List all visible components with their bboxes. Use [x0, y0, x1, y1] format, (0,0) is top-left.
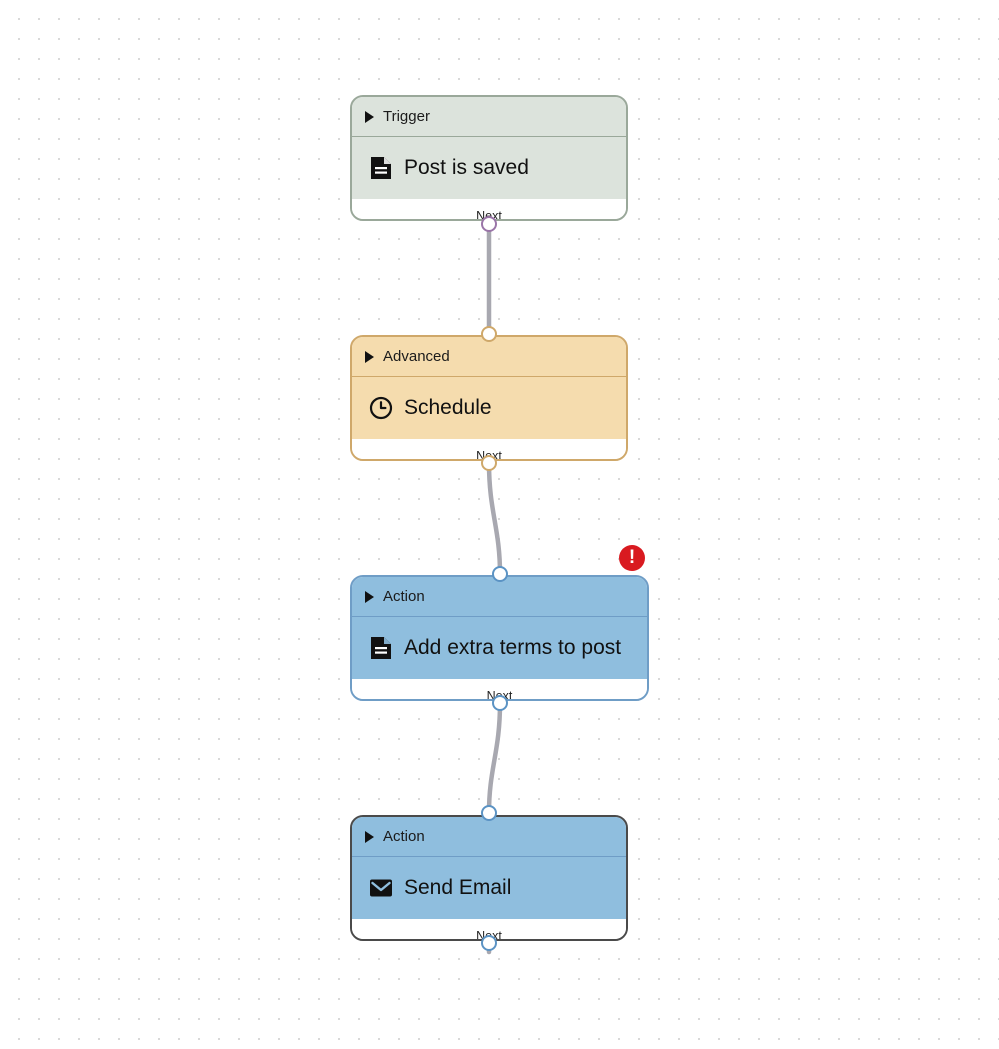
caret-right-icon[interactable] — [365, 350, 374, 363]
node-body[interactable]: Post is saved — [352, 137, 626, 199]
port-advanced-in[interactable] — [481, 326, 497, 342]
node-header[interactable]: Action — [352, 577, 647, 617]
document-icon — [369, 636, 393, 660]
node-title: Send Email — [404, 876, 512, 899]
port-action1-out[interactable] — [492, 695, 508, 711]
node-header[interactable]: Action — [352, 817, 626, 857]
port-action2-out[interactable] — [481, 935, 497, 951]
node-action-send-email[interactable]: Action Send Email Next — [350, 815, 628, 941]
node-body[interactable]: Add extra terms to post — [352, 617, 647, 679]
node-footer-next[interactable]: Next — [352, 439, 626, 459]
node-body[interactable]: Send Email — [352, 857, 626, 919]
node-header[interactable]: Advanced — [352, 337, 626, 377]
node-footer-label: Next — [476, 449, 502, 459]
envelope-icon — [369, 876, 393, 900]
clock-icon — [369, 396, 393, 420]
node-body[interactable]: Schedule — [352, 377, 626, 439]
port-advanced-out[interactable] — [481, 455, 497, 471]
node-footer-next[interactable]: Next — [352, 919, 626, 939]
node-category-label: Trigger — [383, 108, 430, 125]
caret-right-icon[interactable] — [365, 830, 374, 843]
node-footer-label: Next — [476, 209, 502, 221]
port-action2-in[interactable] — [481, 805, 497, 821]
node-category-label: Advanced — [383, 348, 450, 365]
caret-right-icon[interactable] — [365, 590, 374, 603]
node-footer-label: Next — [476, 929, 502, 939]
caret-right-icon[interactable] — [365, 110, 374, 123]
port-action1-in[interactable] — [492, 566, 508, 582]
node-advanced-schedule[interactable]: Advanced Schedule Next — [350, 335, 628, 461]
error-badge-symbol: ! — [628, 547, 636, 568]
node-title: Schedule — [404, 396, 492, 419]
node-title: Post is saved — [404, 156, 529, 179]
edge-action1-to-action2 — [486, 700, 503, 816]
node-header[interactable]: Trigger — [352, 97, 626, 137]
node-footer-next[interactable]: Next — [352, 199, 626, 221]
edge-advanced-to-action1 — [486, 460, 503, 577]
node-title: Add extra terms to post — [404, 636, 622, 659]
document-icon — [369, 156, 393, 180]
error-badge[interactable]: ! — [619, 545, 645, 571]
node-category-label: Action — [383, 828, 425, 845]
node-footer-label: Next — [487, 689, 513, 699]
node-action-add-extra-terms-to-post[interactable]: Action Add extra terms to post Next — [350, 575, 649, 701]
node-trigger-post-is-saved[interactable]: Trigger Post is saved Next — [350, 95, 628, 221]
node-category-label: Action — [383, 588, 425, 605]
port-trigger-out[interactable] — [481, 216, 497, 232]
node-footer-next[interactable]: Next — [352, 679, 647, 699]
